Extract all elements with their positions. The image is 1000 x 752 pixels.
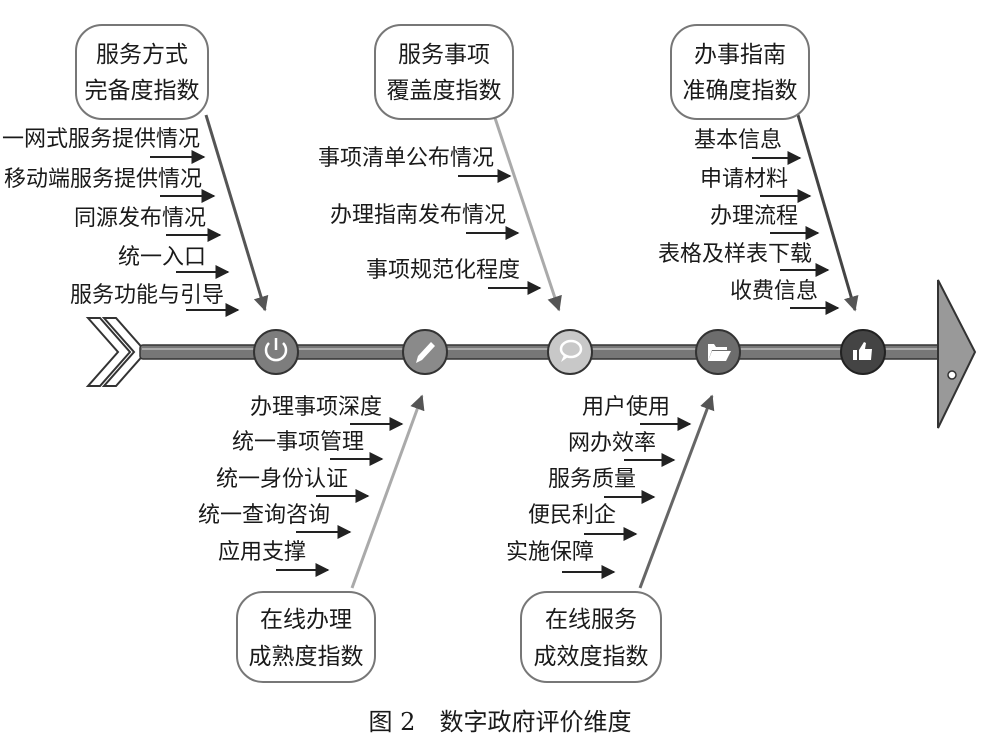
figure-caption: 图 2 数字政府评价维度 bbox=[369, 708, 632, 736]
power-icon bbox=[264, 338, 288, 362]
branch-label: 网办效率 bbox=[568, 431, 656, 456]
branch-label: 申请材料 bbox=[700, 167, 788, 192]
spine-arrowhead bbox=[937, 279, 977, 429]
branch-online-handling: 办理事项深度 统一事项管理 统一身份认证 统一查询咨询 应用支撑 bbox=[198, 395, 404, 577]
box-online-handling-line1: 在线办理 bbox=[260, 607, 352, 633]
branch-guide-accuracy: 基本信息 申请材料 办理流程 表格及样表下载 收费信息 bbox=[658, 128, 840, 315]
box-guide-accuracy-line2: 准确度指数 bbox=[683, 78, 798, 104]
arrow-service-item bbox=[492, 114, 562, 312]
box-service-item: 服务事项 覆盖度指数 bbox=[374, 24, 514, 120]
branch-label: 实施保障 bbox=[506, 540, 594, 565]
branch-label: 移动端服务提供情况 bbox=[4, 167, 202, 192]
box-service-mode: 服务方式 完备度指数 bbox=[75, 24, 209, 120]
arrow-guide-accuracy bbox=[796, 114, 859, 312]
branch-label: 事项清单公布情况 bbox=[318, 146, 494, 171]
branch-label: 便民利企 bbox=[528, 503, 616, 528]
branch-label: 统一入口 bbox=[118, 245, 206, 270]
box-online-service: 在线服务 成效度指数 bbox=[520, 591, 662, 683]
box-service-item-line1: 服务事项 bbox=[398, 42, 490, 68]
box-online-service-line1: 在线服务 bbox=[545, 607, 637, 633]
branch-label: 统一事项管理 bbox=[232, 430, 364, 455]
node-pencil bbox=[402, 329, 448, 375]
branch-label: 统一身份认证 bbox=[216, 467, 348, 492]
branch-label: 办理流程 bbox=[710, 204, 798, 229]
branch-service-item: 事项清单公布情况 办理指南发布情况 事项规范化程度 bbox=[318, 146, 542, 295]
box-service-mode-line2: 完备度指数 bbox=[85, 78, 200, 104]
arrow-online-handling bbox=[350, 394, 425, 589]
pencil-icon bbox=[416, 342, 435, 363]
speech-bubble-icon bbox=[559, 339, 583, 362]
branch-online-service: 用户使用 网办效率 服务质量 便民利企 实施保障 bbox=[506, 395, 692, 579]
branch-label: 用户使用 bbox=[582, 395, 670, 420]
branch-label: 办理指南发布情况 bbox=[330, 203, 506, 228]
folder-open-icon bbox=[708, 344, 731, 361]
arrow-online-service bbox=[638, 394, 715, 589]
box-guide-accuracy-line1: 办事指南 bbox=[694, 42, 786, 68]
branch-label: 统一查询咨询 bbox=[198, 503, 330, 528]
node-thumbs bbox=[840, 329, 886, 375]
branch-label: 服务质量 bbox=[548, 467, 636, 492]
branch-service-mode: 一网式服务提供情况 移动端服务提供情况 同源发布情况 统一入口 服务功能与引导 bbox=[2, 127, 240, 317]
arrow-service-mode bbox=[204, 114, 269, 312]
branch-label: 一网式服务提供情况 bbox=[2, 127, 200, 152]
branch-label: 基本信息 bbox=[694, 128, 782, 153]
box-online-handling: 在线办理 成熟度指数 bbox=[236, 591, 376, 683]
branch-label: 应用支撑 bbox=[218, 540, 306, 565]
branch-label: 收费信息 bbox=[730, 279, 818, 304]
thumbs-up-icon bbox=[853, 342, 872, 360]
box-online-handling-line2: 成熟度指数 bbox=[249, 644, 364, 670]
branch-label: 表格及样表下载 bbox=[658, 242, 812, 267]
branch-label: 事项规范化程度 bbox=[366, 258, 520, 283]
node-power bbox=[253, 329, 299, 375]
box-online-service-line2: 成效度指数 bbox=[534, 644, 649, 670]
branch-label: 办理事项深度 bbox=[250, 395, 382, 420]
box-service-item-line2: 覆盖度指数 bbox=[387, 78, 502, 104]
node-folder bbox=[695, 329, 741, 375]
box-service-mode-line1: 服务方式 bbox=[96, 42, 188, 68]
box-guide-accuracy: 办事指南 准确度指数 bbox=[670, 24, 810, 120]
node-speech bbox=[547, 329, 593, 375]
tail-chevron-icon bbox=[85, 317, 148, 387]
branch-label: 同源发布情况 bbox=[74, 206, 206, 231]
branch-label: 服务功能与引导 bbox=[70, 283, 224, 308]
